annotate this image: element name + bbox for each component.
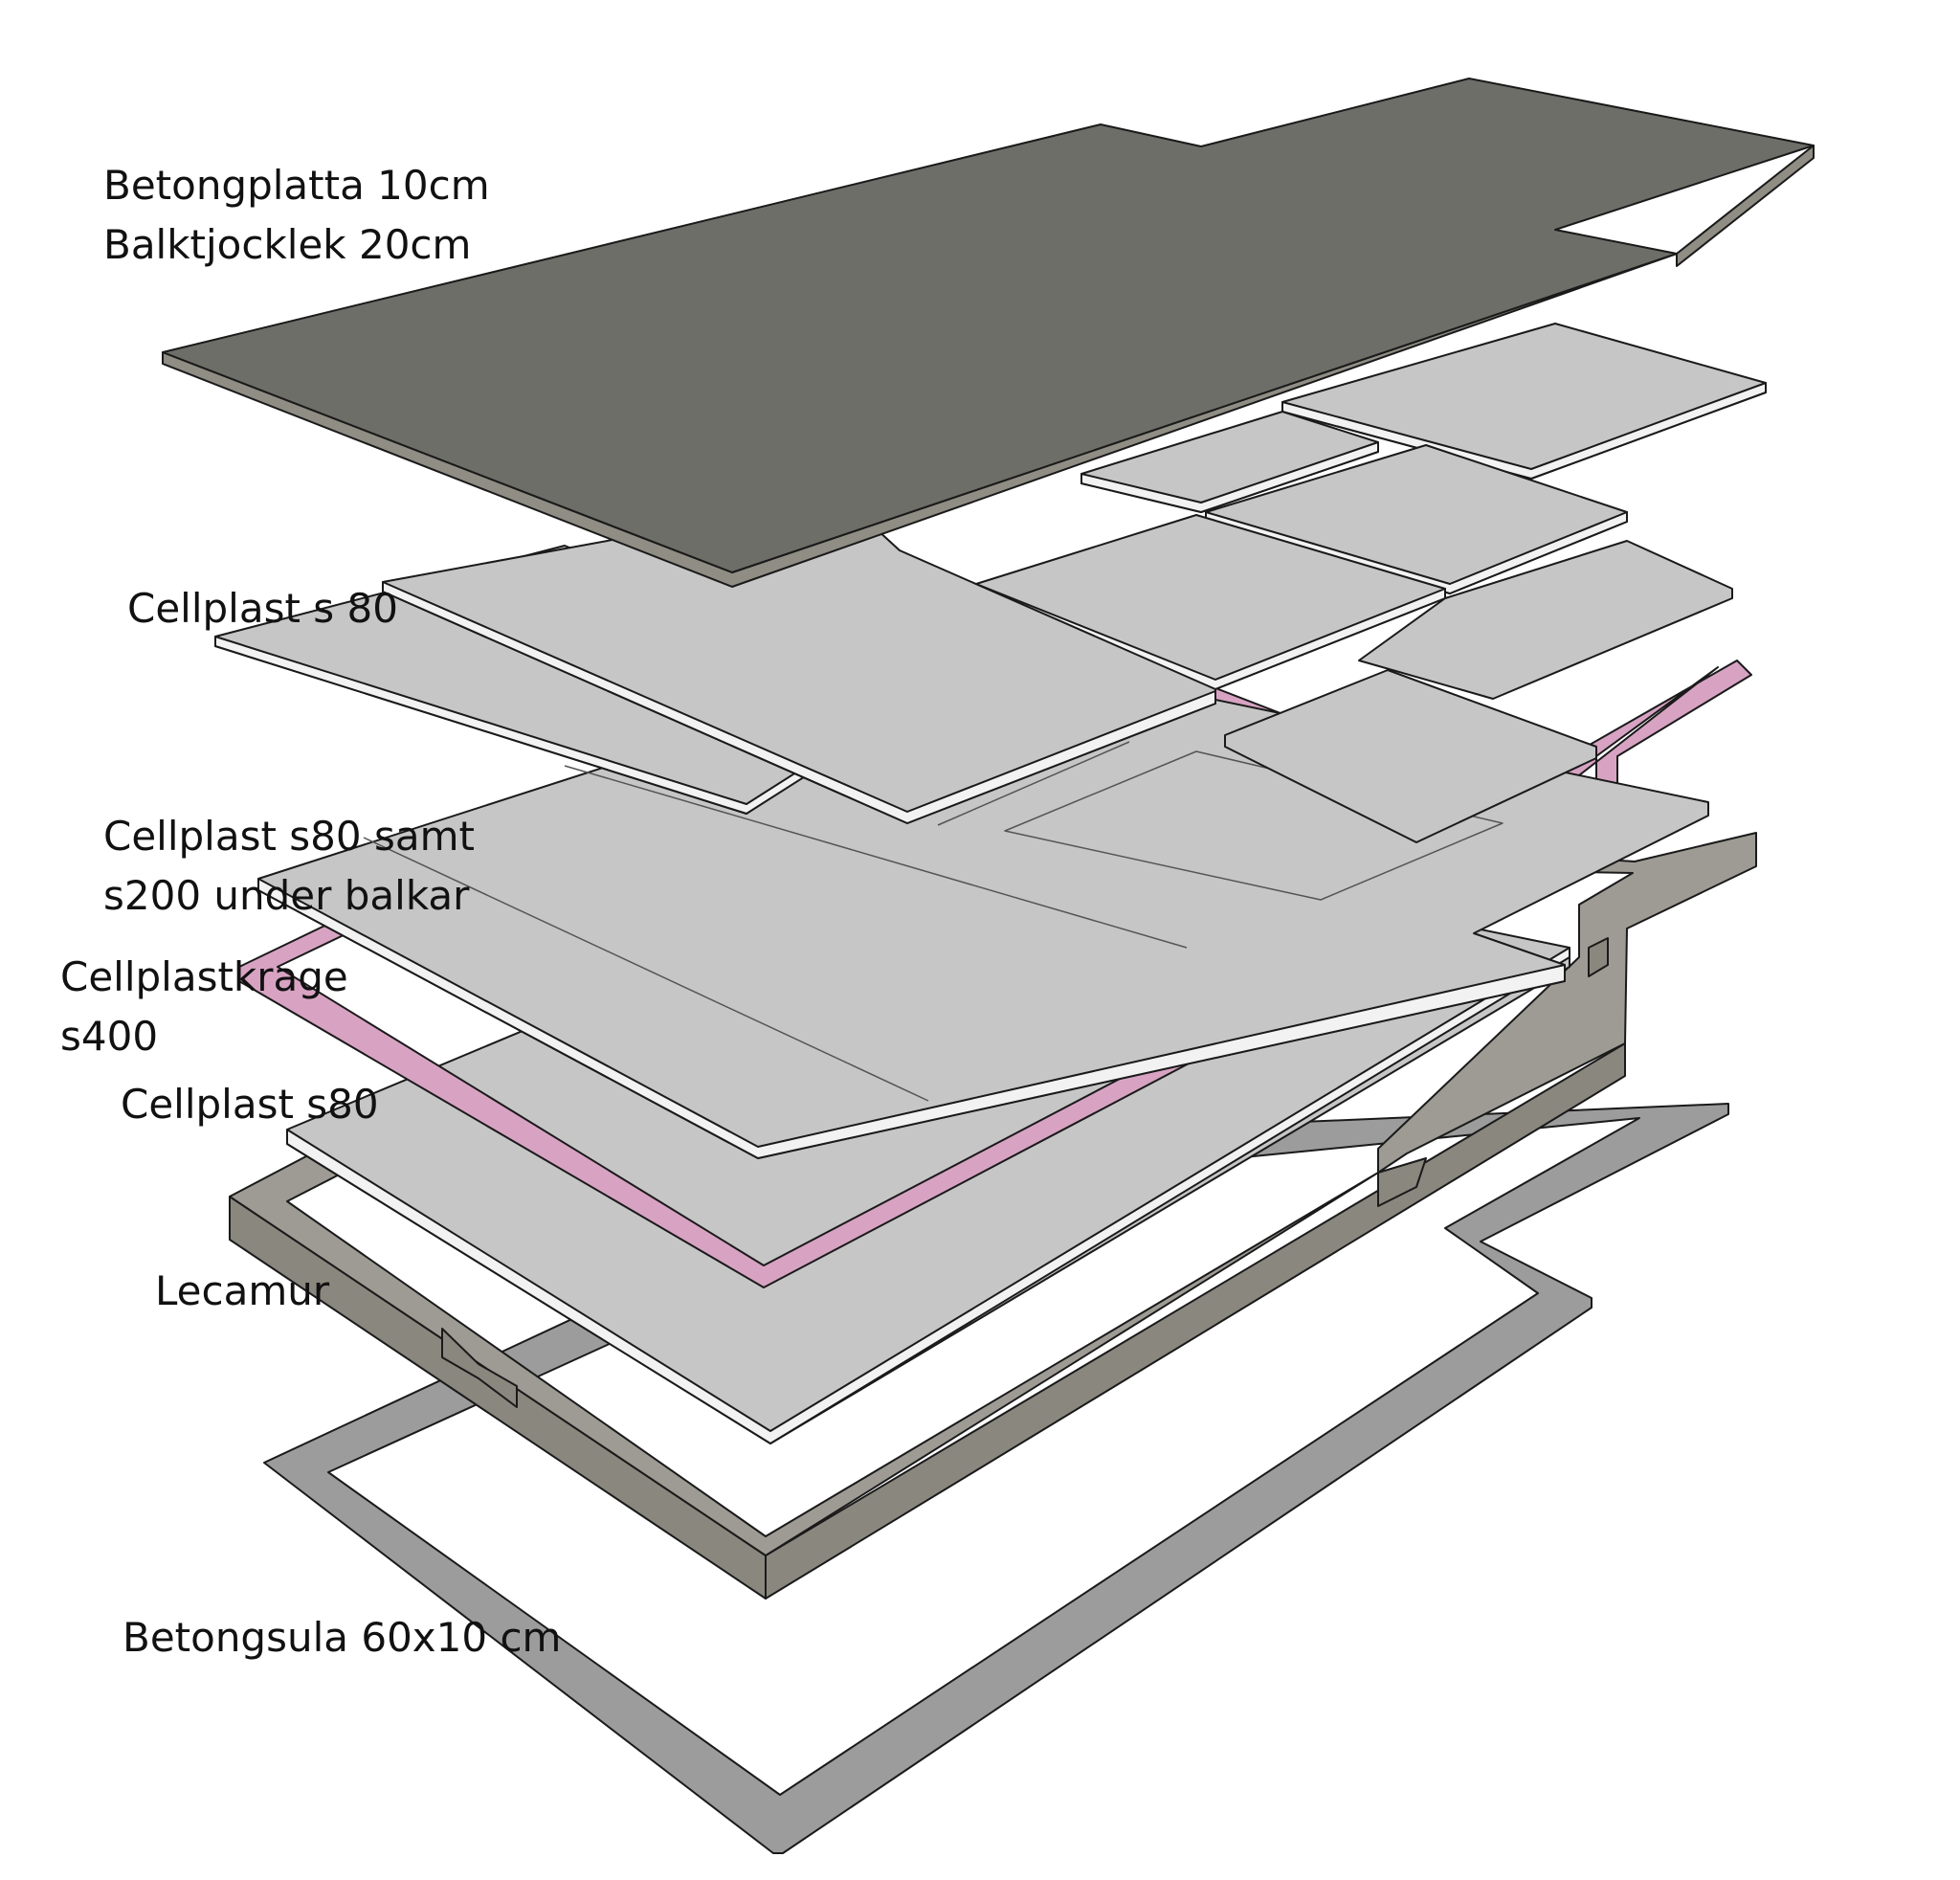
label-betongplatta: Betongplatta 10cm Balktjocklek 20cm [103,156,490,275]
label-cellplast-mid: Cellplast s80 samt s200 under balkar [103,807,475,926]
label-lecamur: Lecamur [155,1262,329,1321]
label-lecamur-line-1: Lecamur [155,1267,330,1314]
betongplatta-slab [162,78,1815,573]
label-cellplastkrage-line-2: s400 [60,1013,159,1060]
label-betongsula: Betongsula 60x10 cm [122,1608,561,1667]
cellplast-mid-joints [363,741,1503,1102]
cellplast-bottom-edge [286,947,1570,1444]
label-betongplatta-line-1: Betongplatta 10cm [103,162,490,209]
label-cellplastkrage: Cellplastkrage s400 [60,948,348,1066]
cellplast-top-board-lower-right [1224,669,1597,843]
label-cellplast-bottom: Cellplast s80 [121,1075,379,1134]
lecamur-notch-right [1588,937,1609,977]
label-betongplatta-line-2: Balktjocklek 20cm [103,221,472,268]
lecamur-notch-left [441,1328,518,1408]
label-cellplast-top: Cellplast s 80 [127,579,398,638]
cellplast-mid-edge [257,878,1566,1159]
label-cellplast-mid-line-2: s200 under balkar [103,872,470,919]
cellplast-top-boards [214,323,1767,843]
label-cellplastkrage-line-1: Cellplastkrage [60,953,348,1000]
label-cellplast-mid-line-1: Cellplast s80 samt [103,813,475,860]
lecamur-notch-mid [1377,1157,1427,1207]
label-cellplast-top-line-1: Cellplast s 80 [127,585,398,632]
label-betongsula-line-1: Betongsula 60x10 cm [122,1614,562,1661]
cellplast-top-board-right-lower [1358,540,1733,700]
label-cellplast-bottom-line-1: Cellplast s80 [121,1081,379,1128]
